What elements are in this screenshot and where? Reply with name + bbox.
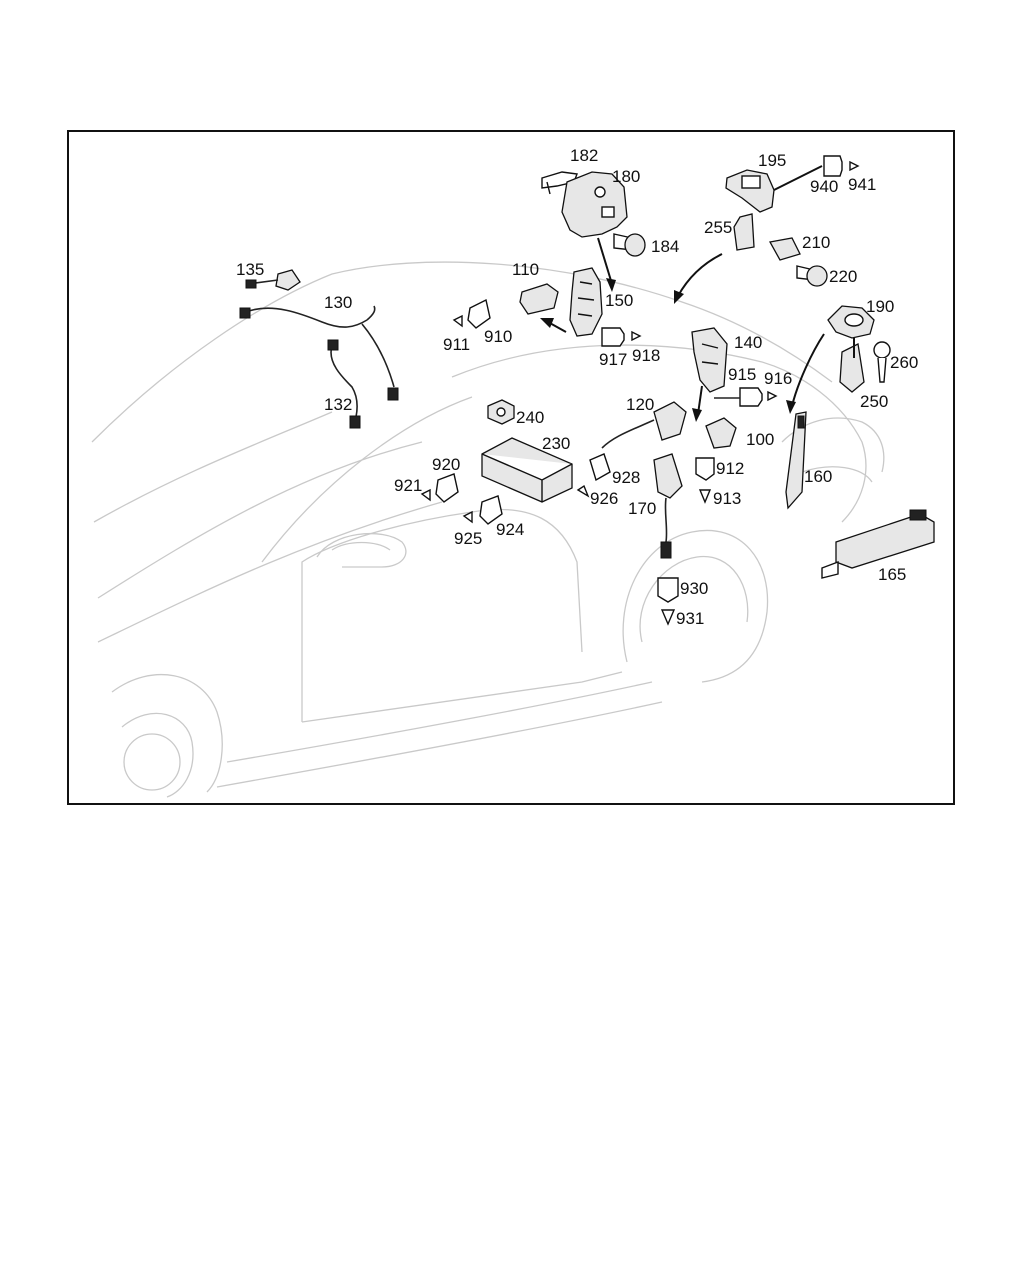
- connector-940: [823, 155, 860, 177]
- part-140-actuator: [691, 327, 728, 393]
- label-130: 130: [324, 293, 352, 312]
- label-921: 921: [394, 476, 422, 495]
- label-160: 160: [804, 467, 832, 486]
- part-220-bolt: [796, 265, 828, 287]
- part-165-antenna: [821, 509, 935, 579]
- connector-910: [452, 298, 491, 329]
- connector-928: [576, 453, 611, 498]
- part-260-screw: [873, 341, 891, 383]
- label-182: 182: [570, 146, 598, 165]
- label-170: 170: [628, 499, 656, 518]
- part-195-bracket: [725, 169, 775, 213]
- label-912: 912: [716, 459, 744, 478]
- label-911: 911: [443, 335, 470, 354]
- label-920: 920: [432, 455, 460, 474]
- label-925: 925: [454, 529, 482, 548]
- label-220: 220: [829, 267, 857, 286]
- label-928: 928: [612, 468, 640, 487]
- label-910: 910: [484, 327, 512, 346]
- part-250-bracket: [839, 343, 865, 393]
- label-140: 140: [734, 333, 762, 352]
- label-195: 195: [758, 151, 786, 170]
- part-100-bracket: [705, 417, 737, 449]
- label-240: 240: [516, 408, 544, 427]
- part-150-lock: [569, 267, 603, 337]
- part-210-clip: [768, 237, 801, 261]
- connector-917: [601, 327, 642, 347]
- label-941: 941: [848, 175, 876, 194]
- part-160-antenna: [785, 411, 807, 510]
- label-110: 110: [512, 260, 539, 279]
- parts-diagram: 182 180 184 195 940 941 255 210 220 190 …: [91, 146, 935, 798]
- label-150: 150: [605, 291, 633, 310]
- label-210: 210: [802, 233, 830, 252]
- label-250: 250: [860, 392, 888, 411]
- part-120-module: [601, 401, 687, 449]
- label-926: 926: [590, 489, 618, 508]
- part-135-switch: [245, 269, 301, 291]
- label-916: 916: [764, 369, 792, 388]
- label-100: 100: [746, 430, 774, 449]
- part-255-bracket: [733, 213, 755, 251]
- part-170-module: [653, 453, 683, 559]
- arrows: [540, 165, 855, 422]
- label-918: 918: [632, 346, 660, 365]
- label-917: 917: [599, 350, 627, 369]
- label-135: 135: [236, 260, 264, 279]
- label-180: 180: [612, 167, 640, 186]
- label-255: 255: [704, 218, 732, 237]
- label-913: 913: [713, 489, 741, 508]
- label-915: 915: [728, 365, 756, 384]
- connector-915: [714, 387, 778, 407]
- connector-930: [657, 577, 679, 626]
- part-190-bracket: [827, 305, 875, 339]
- label-230: 230: [542, 434, 570, 453]
- label-165: 165: [878, 565, 906, 584]
- connector-912: [695, 457, 715, 504]
- part-184-bolt: [613, 233, 646, 257]
- label-184: 184: [651, 237, 679, 256]
- part-110-module: [519, 283, 559, 315]
- connector-924: [462, 495, 503, 525]
- diagram-frame: 182 180 184 195 940 941 255 210 220 190 …: [67, 130, 955, 805]
- label-940: 940: [810, 177, 838, 196]
- part-130-harness: [239, 305, 399, 401]
- label-930: 930: [680, 579, 708, 598]
- part-240-nut: [487, 399, 515, 425]
- label-190: 190: [866, 297, 894, 316]
- connector-920: [420, 473, 459, 503]
- part-230-control-unit: [481, 437, 573, 503]
- label-931: 931: [676, 609, 704, 628]
- label-924: 924: [496, 520, 524, 539]
- label-260: 260: [890, 353, 918, 372]
- label-132: 132: [324, 395, 352, 414]
- label-120: 120: [626, 395, 654, 414]
- part-132-harness: [327, 339, 361, 429]
- callout-labels: 182 180 184 195 940 941 255 210 220 190 …: [236, 146, 918, 628]
- part-180-latch: [561, 171, 628, 238]
